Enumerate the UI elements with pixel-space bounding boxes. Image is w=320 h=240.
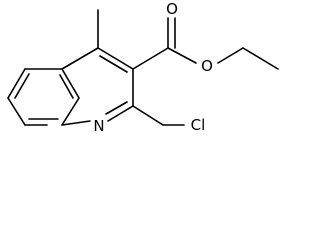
bond-c2-n-main xyxy=(107,105,134,122)
quinoline-ester-structure: N O O Cl xyxy=(7,0,279,135)
bond-ch2-ch3 xyxy=(242,47,279,70)
bond-c4-c3-inner xyxy=(99,55,128,73)
bond-c7-c6 xyxy=(7,68,26,99)
bond-c7-c6-inner xyxy=(14,73,30,99)
atom-label-ester-o: O xyxy=(201,57,213,75)
bond-c5-c4a xyxy=(61,68,80,99)
bond-n-c8a-main xyxy=(61,120,91,126)
bond-c2-n-inner xyxy=(105,101,128,115)
benzo-ring xyxy=(7,68,80,126)
bond-ester-o-ch2 xyxy=(217,47,244,64)
bond-c2-ch2 xyxy=(132,105,164,126)
chloromethyl-group xyxy=(132,105,185,126)
bond-c4a-c4-main xyxy=(61,47,99,70)
ester-group xyxy=(132,17,279,70)
atom-label-n: N xyxy=(93,117,104,135)
bond-carbonyl-ester-o xyxy=(167,47,197,64)
bond-c3-carbonyl xyxy=(132,47,169,70)
bond-c8-c7 xyxy=(7,97,26,126)
atom-label-carbonyl-o: O xyxy=(166,0,178,18)
pyridine-ring-outline xyxy=(61,47,134,126)
atom-label-cl: Cl xyxy=(191,116,206,134)
bond-c4a-c8a xyxy=(61,97,80,126)
bond-c5-c4a-inner xyxy=(59,74,74,99)
bond-c4-c3-main xyxy=(97,47,134,70)
